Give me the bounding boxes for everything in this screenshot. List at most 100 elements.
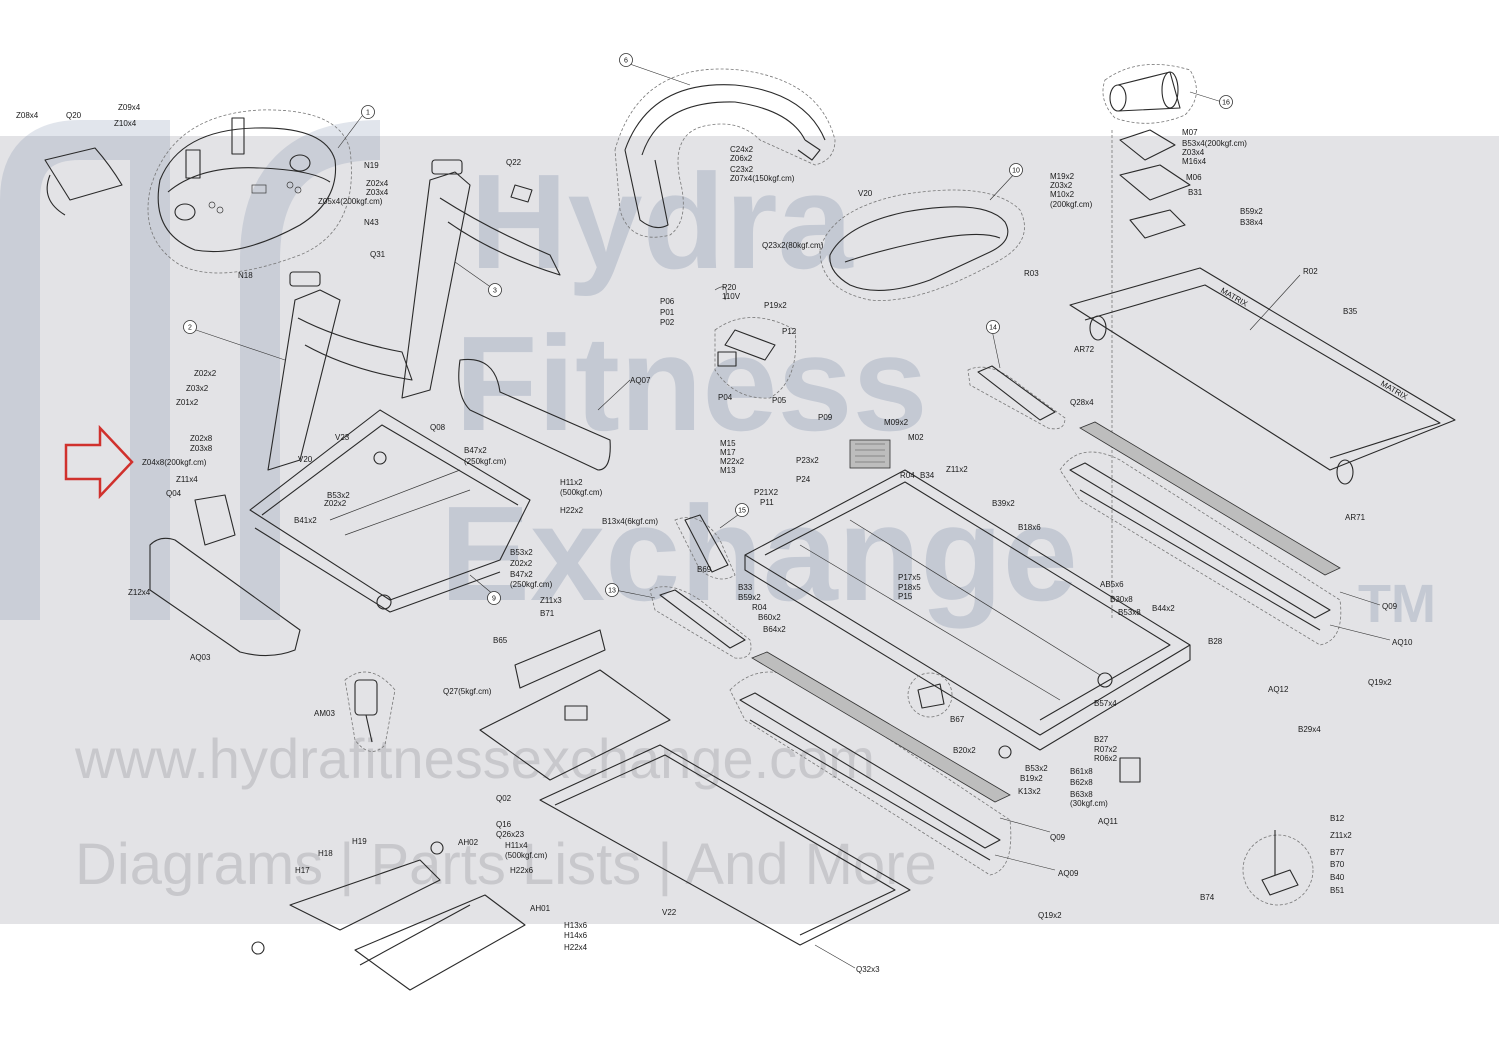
- part-label: B77: [1330, 848, 1345, 857]
- part-label: B20x2: [953, 746, 976, 755]
- part-labels: Z08x4 Q20 Z09x4 Z10x4 N19 Q22 Z02x4 Z03x…: [16, 103, 1413, 974]
- part-label: B53x2: [1025, 764, 1048, 773]
- part-label: P06: [660, 297, 675, 306]
- part-label: R04: [752, 603, 767, 612]
- part-aq07-cover: [458, 358, 611, 471]
- part-label: B60x2: [758, 613, 781, 622]
- part-handrail: [614, 68, 836, 238]
- part-label: Q09: [1382, 602, 1398, 611]
- part-label: (250kgf.cm): [510, 580, 553, 589]
- part-lower-frame: [479, 629, 911, 946]
- part-label: H11x4: [505, 841, 528, 850]
- part-label: Z01x2: [176, 398, 199, 407]
- callout-circle: [605, 583, 619, 597]
- callout-circle: [183, 320, 197, 334]
- part-label: Z03x2: [186, 384, 209, 393]
- part-label: C24x2: [730, 145, 754, 154]
- callout-circle: [361, 105, 375, 119]
- part-q20-bracket: [44, 147, 123, 216]
- part-label: Z03x4: [366, 188, 389, 197]
- part-label: B27: [1094, 735, 1109, 744]
- part-label: B64x2: [763, 625, 786, 634]
- part-label: H18: [318, 849, 333, 858]
- part-label: Z03x2: [1050, 181, 1073, 190]
- callout-circle: [487, 591, 501, 605]
- part-label: B40: [1330, 873, 1345, 882]
- watermark: Hydra Fitness Exchange TM www.hydrafitne…: [0, 120, 1436, 897]
- callout-circle: [619, 53, 633, 67]
- part-label: P20: [722, 283, 737, 292]
- part-label: (250kgf.cm): [464, 457, 507, 466]
- part-label: B62x8: [1070, 778, 1093, 787]
- part-label: K13x2: [1018, 787, 1041, 796]
- part-label: P21X2: [754, 488, 779, 497]
- watermark-line3: Exchange: [440, 478, 1078, 629]
- part-13-14-15: [649, 365, 1066, 659]
- part-label: C23x2: [730, 165, 754, 174]
- part-label: Z07x4(150kgf.cm): [730, 174, 795, 183]
- watermark-url: www.hydrafitnessexchange.com: [74, 727, 875, 790]
- part-label: Z02x2: [510, 559, 533, 568]
- part-am03-actuator: [344, 671, 396, 752]
- part-label: B51: [1330, 886, 1345, 895]
- part-label: P12: [782, 327, 797, 336]
- part-upright-right: [401, 159, 561, 399]
- part-label: Z05x4(200kgf.cm): [318, 197, 383, 206]
- part-label: P17x5: [898, 573, 921, 582]
- part-label: B59x2: [1240, 207, 1263, 216]
- part-label: R06x2: [1094, 754, 1118, 763]
- part-label: N19: [364, 161, 379, 170]
- callout-circle: [1219, 95, 1233, 109]
- part-label: P24: [796, 475, 811, 484]
- part-label: B19x2: [1020, 774, 1043, 783]
- part-label: Z11x2: [1330, 831, 1352, 840]
- part-label: Q23x2(80kgf.cm): [762, 241, 824, 250]
- part-base-frame: [249, 409, 531, 613]
- watermark-tm: TM: [1358, 574, 1436, 634]
- part-label: B34: [920, 471, 935, 480]
- part-label: B74: [1200, 893, 1215, 902]
- part-label: B53x8: [1118, 608, 1141, 617]
- part-label: Z03x4: [1182, 148, 1205, 157]
- part-label: Q19x2: [1368, 678, 1392, 687]
- part-label: Z11x3: [540, 596, 562, 605]
- part-label: M22x2: [720, 457, 745, 466]
- part-label: P05: [772, 396, 787, 405]
- part-label: H14x6: [564, 931, 588, 940]
- part-label: B39x2: [992, 499, 1015, 508]
- part-label: Q27(5kgf.cm): [443, 687, 492, 696]
- part-label: AB5x6: [1100, 580, 1124, 589]
- part-label: Z02x2: [324, 499, 347, 508]
- part-label: P04: [718, 393, 733, 402]
- callout-number: 2: [188, 325, 192, 332]
- part-label: Z08x4: [16, 111, 39, 120]
- part-label: R03: [1024, 269, 1039, 278]
- callout-number: 13: [608, 588, 616, 595]
- part-label: Z03x8: [190, 444, 213, 453]
- part-label: M06: [1186, 173, 1202, 182]
- part-label: Q20: [66, 111, 82, 120]
- callout-circle: [1009, 163, 1023, 177]
- part-label: R07x2: [1094, 745, 1118, 754]
- part-label: Z11x4: [176, 475, 198, 484]
- part-label: B65: [493, 636, 508, 645]
- part-label: Q26x23: [496, 830, 525, 839]
- part-label: Q08: [430, 423, 446, 432]
- part-upright-left: [267, 271, 413, 471]
- part-label: H22x4: [564, 943, 588, 952]
- part-motor-bracket: [1111, 129, 1191, 620]
- part-label: B41x2: [294, 516, 317, 525]
- part-label: B12: [1330, 814, 1345, 823]
- part-label: AH02: [458, 838, 479, 847]
- callout-number: 3: [493, 288, 497, 295]
- part-label: AQ03: [190, 653, 211, 662]
- part-label: P01: [660, 308, 675, 317]
- part-label: B53x2: [327, 491, 350, 500]
- part-console: [147, 109, 352, 274]
- part-b67-detail: [907, 672, 953, 718]
- callout-number: 1: [366, 110, 370, 117]
- callout-circles: 1 2 3 6 9 10 13 14 15 16: [183, 53, 1233, 605]
- part-label: Q31: [370, 250, 386, 259]
- part-label: H22x2: [560, 506, 584, 515]
- part-siderail-front: [729, 651, 1012, 876]
